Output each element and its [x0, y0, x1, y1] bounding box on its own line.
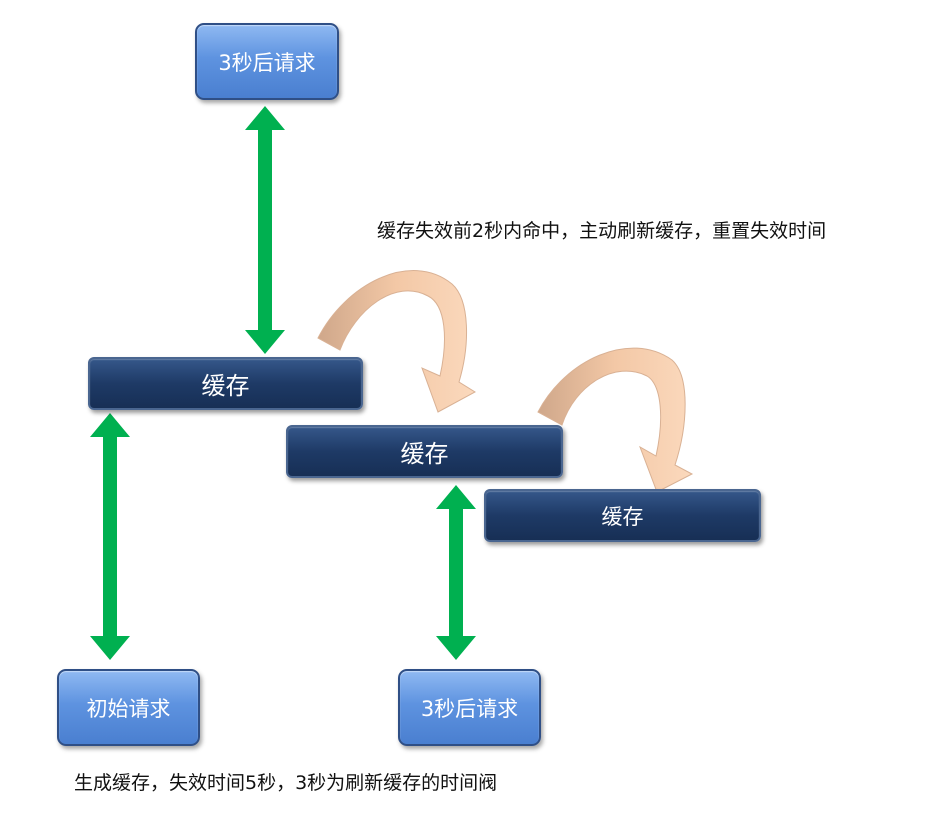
request-top-label: 3秒后请求	[218, 50, 316, 75]
double-arrow-top	[245, 106, 285, 354]
cache-box-1: 缓存	[88, 357, 363, 410]
request-top-box: 3秒后请求	[195, 23, 339, 100]
initial-annotation: 生成缓存，失效时间5秒，3秒为刷新缓存的时间阀	[74, 772, 498, 794]
request-initial-label: 初始请求	[86, 696, 171, 721]
cache-3-label: 缓存	[601, 504, 644, 529]
cache-2-label: 缓存	[400, 440, 449, 468]
request-initial-box: 初始请求	[57, 669, 200, 746]
refresh-annotation: 缓存失效前2秒内命中，主动刷新缓存，重置失效时间	[377, 220, 827, 242]
double-arrow-middle	[436, 485, 476, 660]
curved-refresh-arrow-2	[537, 347, 694, 493]
curved-refresh-arrow-1	[317, 270, 476, 413]
cache-box-3: 缓存	[484, 489, 761, 542]
cache-box-2: 缓存	[286, 425, 563, 478]
request-bottom-label: 3秒后请求	[420, 696, 519, 721]
double-arrow-left	[90, 413, 130, 660]
cache-1-label: 缓存	[201, 372, 250, 400]
request-bottom-box: 3秒后请求	[398, 669, 541, 746]
